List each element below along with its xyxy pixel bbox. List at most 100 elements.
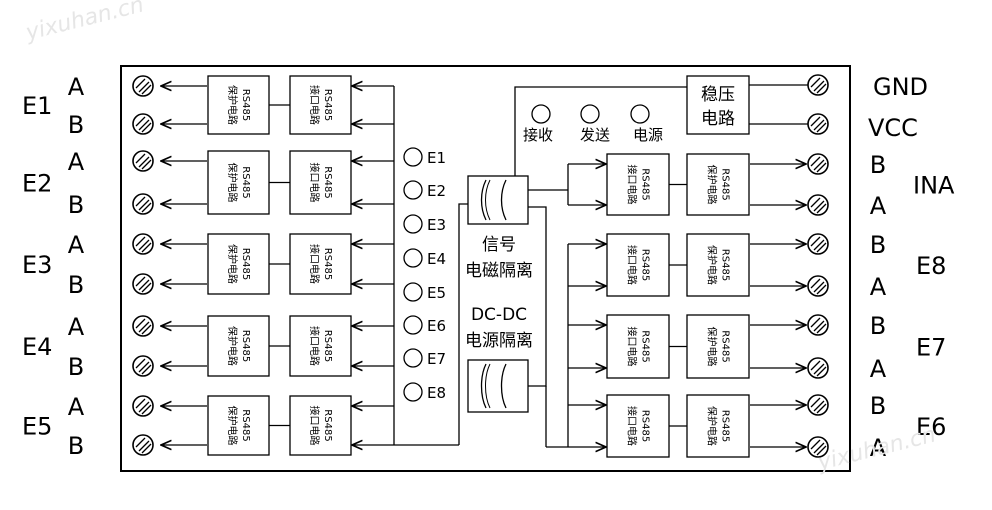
right-protect-block-e7 [686, 314, 750, 379]
left-protect-block-e3 [207, 233, 270, 295]
channel-led-e7-label: E7 [427, 350, 446, 368]
left-port-e5-pin-b: B [68, 432, 84, 460]
channel-led-e4 [403, 248, 423, 268]
right-terminal-e6-b [807, 394, 829, 416]
left-port-e5-label: E5 [22, 413, 52, 441]
right-port-ina-pin-b: B [870, 151, 886, 179]
left-terminal-e3-b [132, 273, 154, 295]
left-iface-block-e5-function-label: 接口电路 [308, 406, 321, 446]
left-terminal-e2-a-hatch [135, 153, 152, 170]
left-iface-block-e1-rs485-label: RS485 [322, 89, 333, 121]
left-iface-block-e1 [289, 75, 352, 135]
watermark-bottom: yixuhan.cn [814, 422, 938, 476]
left-port-e1-pin-b: B [68, 111, 84, 139]
channel-led-e5 [403, 282, 423, 302]
left-terminal-e2-a [132, 150, 154, 172]
regulator-to-isolation-wire [514, 86, 687, 176]
right-iface-block-e6-rs485-label: RS485 [640, 410, 651, 442]
right-iface-block-e7-function-label: 接口电路 [626, 327, 639, 367]
right-iface-block-e6-function-label: 接口电路 [626, 406, 639, 446]
left-protect-block-e2-rs485-label: RS485 [240, 166, 251, 198]
module-board [120, 65, 851, 472]
channel-led-e1 [403, 147, 423, 167]
left-terminal-e5-b [132, 434, 154, 456]
right-iface-block-e7 [606, 314, 670, 379]
channel-led-e8 [403, 382, 423, 402]
right-terminal-e7-b [807, 314, 829, 336]
left-terminal-e4-b [132, 355, 154, 377]
left-terminal-e1-b-hatch [135, 116, 152, 133]
status-led-rx-label: 接收 [523, 126, 553, 144]
left-terminal-e5-b-hatch [135, 437, 152, 454]
left-terminal-e2-b-hatch [135, 196, 152, 213]
right-terminal-e8-a-hatch [810, 278, 827, 295]
left-iface-block-e3-function-label: 接口电路 [308, 244, 321, 284]
left-port-e1-label: E1 [22, 92, 52, 120]
left-protect-block-e4 [207, 315, 270, 377]
right-port-e6-pin-b: B [870, 392, 886, 420]
isolation-left-wire [458, 203, 468, 445]
regulator-label-2: 电路 [701, 109, 735, 129]
left-protect-block-e1-rs485-label: RS485 [240, 89, 251, 121]
right-port-e8-pin-a: A [870, 273, 887, 301]
left-port-e1-pin-a: A [68, 73, 85, 101]
power-isolation-label-2: 电源隔离 [465, 331, 533, 351]
left-port-e2-pin-b: B [68, 191, 84, 219]
power-isolation-coupler-bottom [467, 359, 529, 413]
power-isolation-label-1: DC-DC [471, 305, 527, 325]
left-terminal-e5-a-hatch [135, 398, 152, 415]
regulator-label-1: 稳压 [701, 85, 735, 105]
left-port-e3-pin-b: B [68, 271, 84, 299]
vcc-terminal-hatch [810, 116, 827, 133]
right-terminal-ina-a [807, 194, 829, 216]
right-port-e8-label: E8 [916, 252, 946, 280]
right-port-e6-pin-a: A [870, 434, 887, 462]
channel-led-e3 [403, 214, 423, 234]
right-iface-block-e8-rs485-label: RS485 [640, 249, 651, 281]
gnd-terminal [807, 74, 829, 96]
right-terminal-e8-a [807, 275, 829, 297]
right-port-e7-pin-b: B [870, 312, 886, 340]
status-led-pwr-label: 电源 [633, 126, 663, 144]
regulator-block [686, 75, 750, 135]
left-iface-block-e2 [289, 150, 352, 215]
right-iface-block-ina-function-label: 接口电路 [626, 165, 639, 205]
left-protect-block-e4-rs485-label: RS485 [240, 330, 251, 362]
right-terminal-e8-b [807, 233, 829, 255]
channel-led-e2 [403, 180, 423, 200]
left-port-e2-pin-a: A [68, 148, 85, 176]
watermark-top: yixuhan.cn [22, 0, 146, 46]
right-protect-block-e7-rs485-label: RS485 [720, 330, 731, 362]
channel-led-e1-label: E1 [427, 149, 446, 167]
left-terminal-e5-a [132, 395, 154, 417]
channel-led-e2-label: E2 [427, 182, 446, 200]
left-terminal-e4-a-hatch [135, 318, 152, 335]
right-terminal-e6-a [807, 436, 829, 458]
right-terminal-e7-a [807, 357, 829, 379]
right-iface-block-e7-rs485-label: RS485 [640, 330, 651, 362]
channel-led-e7 [403, 348, 423, 368]
right-protect-block-e7-function-label: 保护电路 [706, 327, 719, 367]
right-protect-block-e6 [686, 394, 750, 458]
left-terminal-e1-b [132, 113, 154, 135]
left-terminal-e3-b-hatch [135, 276, 152, 293]
wiring [161, 85, 808, 447]
right-iface-block-e6 [606, 394, 670, 458]
left-terminal-e4-a [132, 315, 154, 337]
vcc-terminal-label: VCC [868, 114, 918, 142]
right-port-e7-label: E7 [916, 334, 946, 362]
status-led-tx [580, 104, 600, 124]
channel-led-e4-label: E4 [427, 250, 446, 268]
right-terminal-e6-b-hatch [810, 397, 827, 414]
left-terminal-e1-a-hatch [135, 78, 152, 95]
channel-led-e8-label: E8 [427, 384, 446, 402]
left-iface-block-e4 [289, 315, 352, 377]
signal-isolation-label-2: 电磁隔离 [465, 261, 533, 281]
left-terminal-e1-a [132, 75, 154, 97]
left-iface-block-e5 [289, 395, 352, 456]
gnd-terminal-hatch [810, 77, 827, 94]
right-terminal-ina-a-hatch [810, 197, 827, 214]
right-terminal-e6-a-hatch [810, 439, 827, 456]
